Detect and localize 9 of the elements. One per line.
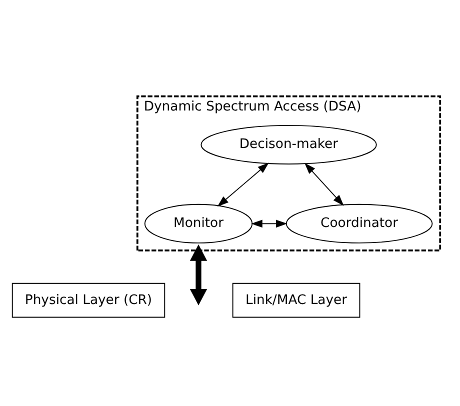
arrow <box>304 162 344 206</box>
node-ellipse: Monitor <box>144 204 253 244</box>
node-box: Physical Layer (CR) <box>12 282 166 318</box>
arrow <box>217 162 269 207</box>
arrow <box>190 244 208 306</box>
node-ellipse: Coordinator <box>286 204 433 244</box>
node-box: Link/MAC Layer <box>232 282 360 318</box>
arrow <box>251 220 288 228</box>
node-ellipse: Decison-maker <box>200 124 377 164</box>
